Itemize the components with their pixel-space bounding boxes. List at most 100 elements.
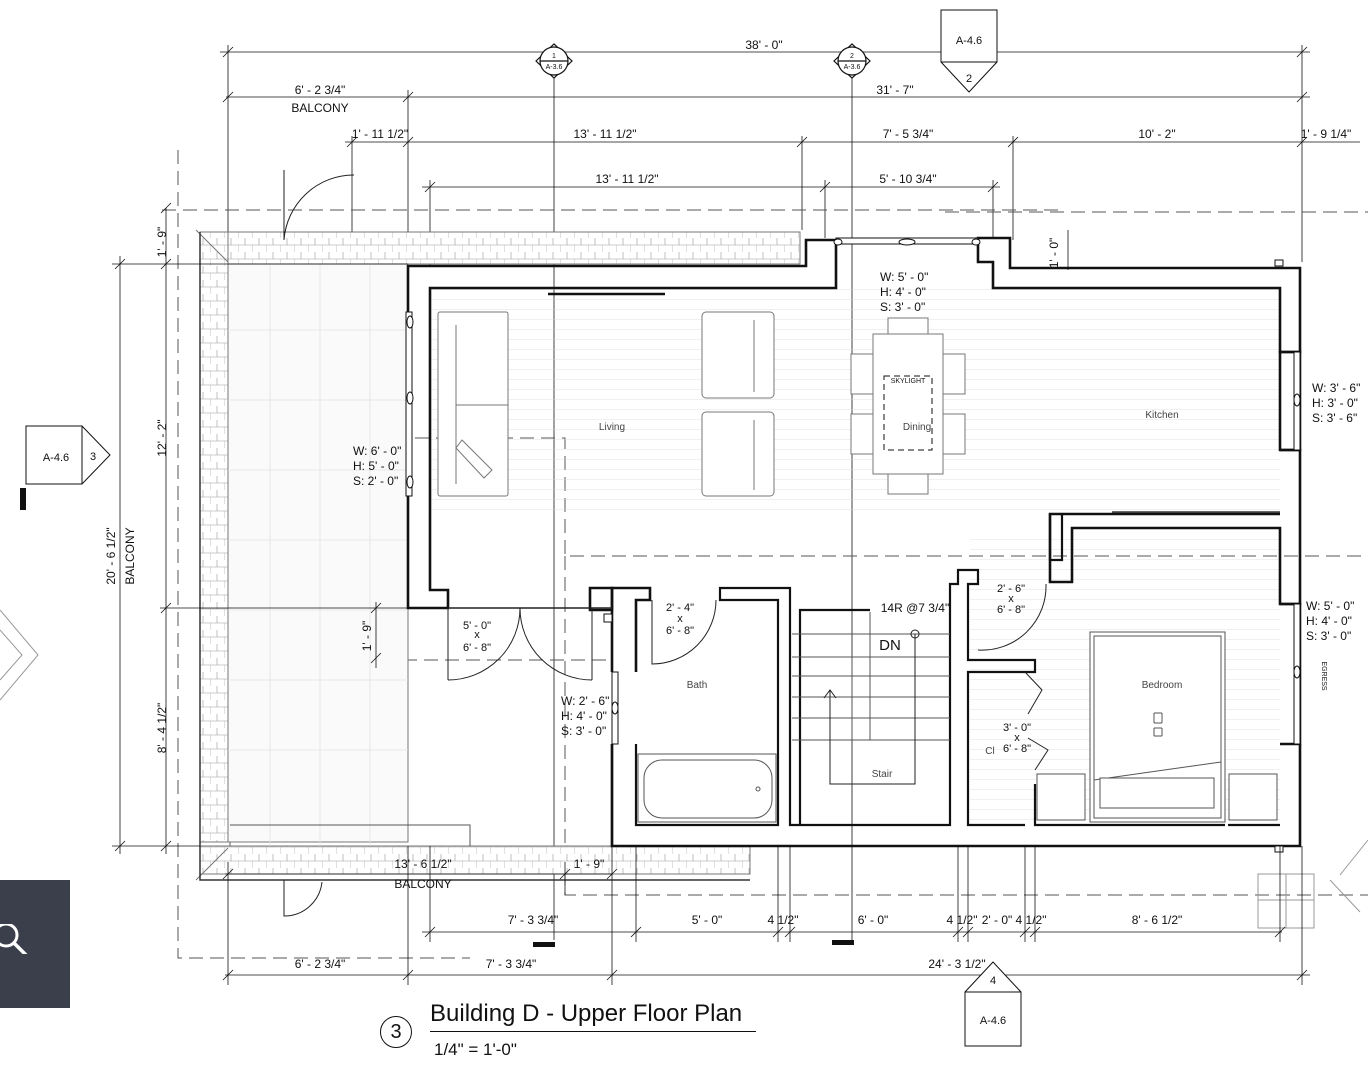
compass-right-partial: [1257, 839, 1368, 929]
window-symbols: [405, 237, 1301, 853]
furniture-dining: [850, 317, 966, 495]
door-closet-h: 6' - 8": [1003, 743, 1031, 755]
dimension-lines-top: [220, 45, 1360, 270]
window-right-bottom-h: H: 4' - 0": [1306, 614, 1352, 628]
section-marker-left-sheet: A-4.6: [43, 452, 69, 464]
dim-b-7-3-3-4: 7' - 3 3/4": [508, 913, 559, 927]
bathtub: [637, 753, 777, 823]
label-egress: EGRESS: [1320, 661, 1327, 691]
door-closet-w: 3' - 0": [1003, 722, 1031, 734]
stair: [792, 612, 950, 785]
grid-bubble-2-num: 2: [850, 53, 854, 60]
window-left-s: S: 2' - 0": [353, 474, 398, 488]
search-button[interactable]: [0, 880, 70, 1008]
dim-wall-1-9: 1' - 9": [360, 621, 374, 652]
dim-bottom2-c: 24' - 3 1/2": [928, 957, 985, 971]
dim-bottom-1-9: 1' - 9": [574, 857, 605, 871]
section-marker-top-sheet: A-4.6: [956, 35, 982, 47]
window-bath-h: H: 4' - 0": [561, 709, 607, 723]
grid-bubble-2-sheet: A-3.6: [844, 64, 861, 71]
dim-top-right: 31' - 7": [876, 83, 913, 97]
section-cut-bottom-2: [832, 940, 854, 945]
drawing-title-block: 3 Building D - Upper Floor Plan 1/4" = 1…: [378, 998, 778, 1068]
door-bath-h: 6' - 8": [666, 625, 694, 637]
grid-bubbles: [535, 43, 871, 79]
dim-b-4-1-2-a: 4 1/2": [768, 913, 799, 927]
drawing-title: Building D - Upper Floor Plan: [430, 1000, 756, 1032]
dim-row3-a: 1' - 11 1/2": [352, 127, 408, 141]
section-cut-left: [20, 488, 26, 510]
window-top-s: S: 3' - 0": [880, 300, 925, 314]
room-label-kitchen: Kitchen: [1145, 410, 1178, 421]
label-dn: DN: [879, 637, 901, 654]
dim-b-8-6-1-2: 8' - 6 1/2": [1132, 913, 1183, 927]
window-tag-left: W: 6' - 0" H: 5' - 0" S: 2' - 0": [353, 444, 401, 488]
room-label-dining: Dining: [903, 422, 931, 433]
dim-left-bottom: 8' - 4 1/2": [155, 703, 169, 754]
door-bedroom-x: x: [1008, 593, 1014, 605]
bath-fixture: [603, 613, 613, 623]
search-icon: [0, 924, 28, 954]
dim-top-right-1-0: 1' - 0": [1047, 238, 1061, 269]
dim-row3-d: 10' - 2": [1138, 127, 1175, 141]
window-right-top-w: W: 3' - 6": [1312, 381, 1360, 395]
door-tag-closet: 3' - 0" x 6' - 8": [1003, 722, 1031, 755]
floor-hatch-main: [430, 288, 1280, 518]
dim-row3-b: 13' - 11 1/2": [573, 127, 636, 141]
dim-bottom2-a: 6' - 2 3/4": [295, 957, 346, 971]
window-left-h: H: 5' - 0": [353, 459, 399, 473]
door-closet-x: x: [1014, 732, 1020, 744]
dim-b-4-1-2-b: 4 1/2": [947, 913, 978, 927]
dim-left-total: 20' - 6 1/2": [104, 527, 118, 584]
section-marker-bottom: [964, 961, 1022, 1047]
door-tag-entry: 5' - 0" x 6' - 8": [463, 620, 491, 654]
door-entry-h: 6' - 8": [463, 642, 491, 654]
door-bath-x: x: [677, 613, 683, 625]
grid-bubble-1-sheet: A-3.6: [546, 64, 563, 71]
door-swings: [283, 170, 1049, 917]
door-tag-bedroom: 2' - 6" x 6' - 8": [997, 583, 1025, 616]
room-label-bath: Bath: [687, 680, 708, 691]
window-tag-bath: W: 2' - 6" H: 4' - 0" S: 3' - 0": [561, 694, 609, 738]
section-marker-bottom-sheet: A-4.6: [980, 1015, 1006, 1027]
door-bedroom-w: 2' - 6": [997, 583, 1025, 595]
window-tag-right-bottom: W: 5' - 0" H: 4' - 0" S: 3' - 0": [1306, 599, 1354, 643]
window-right-top-h: H: 3' - 0": [1312, 396, 1358, 410]
room-label-closet: Cl: [985, 746, 994, 757]
window-tag-right-top: W: 3' - 6" H: 3' - 0" S: 3' - 6": [1312, 381, 1360, 425]
grid-bubble-1-num: 1: [552, 53, 556, 60]
window-top-w: W: 5' - 0": [880, 270, 928, 284]
drawing-number: 3: [380, 1016, 412, 1048]
dim-left-top: 1' - 9": [155, 227, 169, 258]
label-balcony-bottom: BALCONY: [394, 877, 451, 891]
label-skylight: SKYLIGHT: [891, 378, 926, 385]
section-cut-bottom-1: [533, 942, 555, 947]
section-marker-top: [940, 9, 998, 93]
dim-row4-b: 5' - 10 3/4": [879, 172, 936, 186]
room-label-living: Living: [599, 422, 625, 433]
door-entry-w: 5' - 0": [463, 620, 491, 632]
window-top-h: H: 4' - 0": [880, 285, 926, 299]
dim-bottom2-b: 7' - 3 3/4": [486, 957, 537, 971]
window-right-bottom-w: W: 5' - 0": [1306, 599, 1354, 613]
label-balcony-left: BALCONY: [123, 527, 137, 584]
section-marker-bottom-num: 4: [990, 975, 996, 987]
furniture-living: [437, 311, 775, 497]
dim-row3-e: 1' - 9 1/4": [1301, 127, 1352, 141]
dim-left-mid: 12' - 2": [155, 419, 169, 456]
dim-b-5-0: 5' - 0": [692, 913, 723, 927]
interior-walls: [610, 514, 1280, 846]
dim-b-4-1-2-c: 4 1/2": [1016, 913, 1047, 927]
window-left-w: W: 6' - 0": [353, 444, 401, 458]
dim-b-2-0: 2' - 0": [982, 913, 1013, 927]
window-bath-s: S: 3' - 0": [561, 724, 606, 738]
window-bath-w: W: 2' - 6": [561, 694, 609, 708]
label-risers: 14R @7 3/4": [881, 601, 949, 615]
dimension-lines-left: [112, 202, 410, 854]
section-marker-left-num: 3: [90, 451, 96, 463]
section-marker-left: [25, 425, 111, 485]
dim-bottom-balcony-width: 13' - 6 1/2": [394, 857, 451, 871]
dim-row3-c: 7' - 5 3/4": [883, 127, 934, 141]
door-bath-w: 2' - 4": [666, 602, 694, 614]
